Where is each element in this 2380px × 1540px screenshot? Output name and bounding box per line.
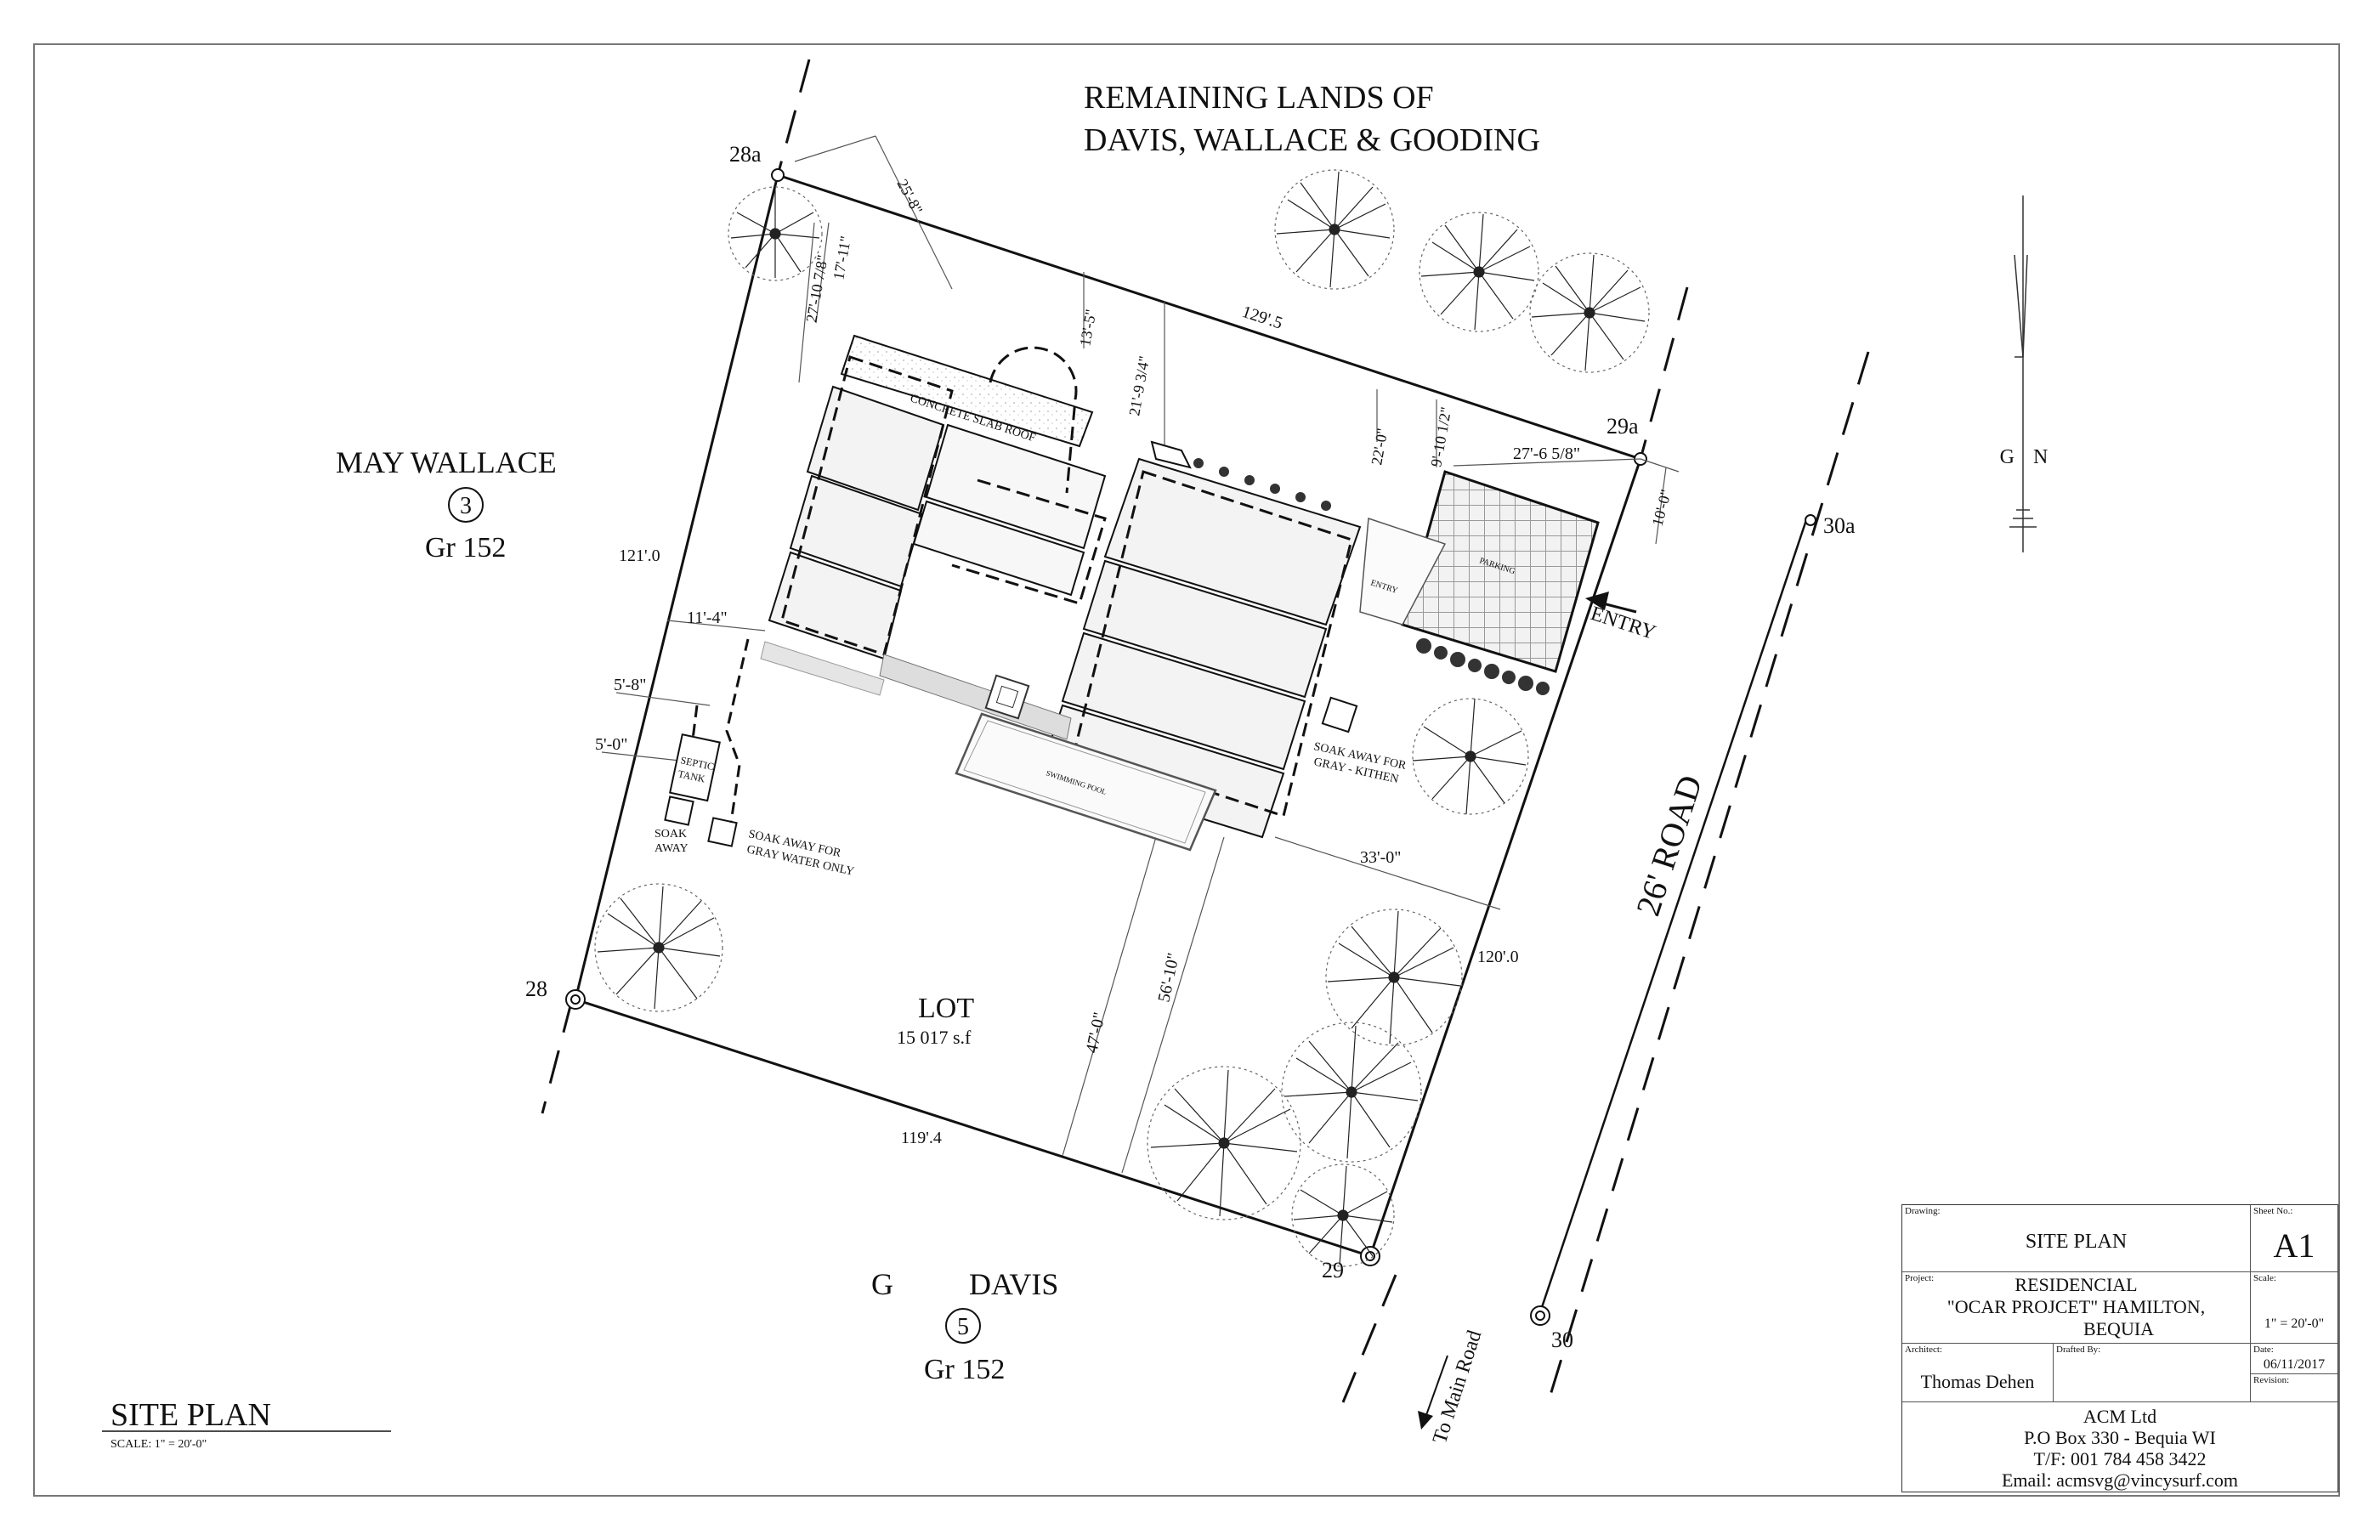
date-label: Date: <box>2253 1345 2274 1355</box>
corner-29: 29 <box>1322 1258 1344 1282</box>
dimension-lines <box>601 135 1680 1174</box>
dim-10-0: 10'-0" <box>1649 488 1675 528</box>
project-line-3: BEQUIA <box>2082 1318 2155 1339</box>
davis-lot-circle <box>945 1308 981 1344</box>
entry-arrow <box>1585 592 1637 614</box>
may-wallace-name: MAY WALLACE <box>336 445 557 479</box>
dim-27-10: 27'-10 7/8" <box>802 253 831 323</box>
company-address: P.O Box 330 - Bequia WI <box>2024 1427 2216 1448</box>
project-line-2: "OCAR PROJCET" HAMILTON, <box>1946 1296 2206 1317</box>
lot-label: LOT <box>918 993 974 1024</box>
dim-120-0: 120'.0 <box>1477 948 1519 966</box>
sheet-cell: Sheet No.: A1 <box>2251 1205 2338 1272</box>
drafted-label: Drafted By: <box>2056 1345 2101 1355</box>
site-plan-caption: SITE PLAN <box>110 1397 271 1433</box>
shrubs <box>1168 450 1550 695</box>
north-n-label: N <box>2033 446 2048 468</box>
sheet-number: A1 <box>2273 1226 2315 1265</box>
drawing-title: SITE PLAN <box>2025 1231 2128 1253</box>
sheet-label: Sheet No.: <box>2253 1206 2293 1216</box>
trees <box>594 169 1650 1267</box>
company-cell: ACM Ltd P.O Box 330 - Bequia WI T/F: 001… <box>1902 1402 2338 1492</box>
davis-grant: Gr 152 <box>924 1354 1005 1385</box>
to-main-road-arrow <box>1418 1355 1448 1430</box>
corner-labels: 28a 29a 28 29 30 30a <box>525 142 1856 1352</box>
north-g-label: G <box>2000 446 2014 468</box>
drawing-cell: Drawing: SITE PLAN <box>1902 1205 2251 1272</box>
corner-28: 28 <box>525 977 547 1001</box>
dim-21-9: 21'-9 3/4" <box>1125 354 1153 416</box>
dim-56-10: 56'-10" <box>1154 951 1183 1004</box>
walkway <box>760 641 885 696</box>
architect-name: Thomas Dehen <box>1920 1371 2035 1392</box>
to-main-road-label: To Main Road <box>1429 1328 1486 1447</box>
revision-cell: Revision: <box>2251 1374 2338 1402</box>
road-edge-line <box>1537 519 1808 1318</box>
architect-cell: Architect: Thomas Dehen <box>1902 1344 2054 1402</box>
drawing-caption: SITE PLAN SCALE: 1" = 20'-0" <box>102 1397 391 1451</box>
entry-area <box>1359 517 1447 626</box>
dim-17-11: 17'-11" <box>830 235 854 281</box>
may-wallace-lot-circle <box>448 487 484 523</box>
may-wallace-lot-number: 3 <box>460 493 472 519</box>
scale-caption: SCALE: 1" = 20'-0" <box>110 1438 207 1451</box>
architect-label: Architect: <box>1905 1345 1942 1355</box>
company-phone: T/F: 001 784 458 3422 <box>2033 1448 2207 1469</box>
dim-119-4: 119'.4 <box>901 1129 942 1147</box>
sheet-border <box>33 43 2340 1497</box>
corner-30: 30 <box>1551 1328 1573 1352</box>
date-cell: Date: 06/11/2017 <box>2251 1344 2338 1374</box>
dim-121-0: 121'.0 <box>619 546 660 565</box>
project-label: Project: <box>1905 1273 1935 1283</box>
corner-30a: 30a <box>1823 513 1856 538</box>
company-name: ACM Ltd <box>2082 1406 2157 1427</box>
swimming-pool <box>955 674 1217 852</box>
corner-29a: 29a <box>1606 414 1639 439</box>
dim-5-8: 5'-8" <box>614 676 646 694</box>
dim-47-0: 47'-0" <box>1082 1011 1109 1055</box>
septic-system <box>664 696 1358 847</box>
boundary-extensions <box>541 59 1870 1403</box>
company-email: Email: acmsvg@vincysurf.com <box>2001 1469 2239 1491</box>
dim-27-6: 27'-6 5/8" <box>1513 444 1580 463</box>
davis-name: DAVIS <box>969 1267 1058 1301</box>
dim-9-10: 9'-10 1/2" <box>1427 405 1454 467</box>
drawing-label: Drawing: <box>1905 1206 1941 1216</box>
g-label: G <box>871 1267 893 1301</box>
remaining-lands-line-2: DAVIS, WALLACE & GOODING <box>1084 122 1540 158</box>
davis-lot-number: 5 <box>957 1314 969 1340</box>
dim-22-0: 22'-0" <box>1368 427 1391 466</box>
dim-33-0: 33'-0" <box>1360 848 1401 867</box>
dim-5-0: 5'-0" <box>595 735 627 754</box>
date-value: 06/11/2017 <box>2263 1357 2326 1372</box>
scale-label: Scale: <box>2253 1273 2276 1283</box>
dim-13-5: 13'-5" <box>1076 308 1099 347</box>
project-line-1: RESIDENCIAL <box>2014 1274 2138 1295</box>
drain-lines <box>691 638 750 824</box>
north-arrow-icon <box>2009 195 2037 552</box>
drafted-cell: Drafted By: <box>2054 1344 2251 1402</box>
dim-25-8: 25'-8" <box>893 176 926 217</box>
dim-11-4: 11'-4" <box>687 609 728 627</box>
soak-away-label-2: AWAY <box>654 842 688 855</box>
scale-value: 1" = 20'-0" <box>2264 1316 2325 1331</box>
soak-away-label-1: SOAK <box>654 828 687 841</box>
scale-cell: Scale: 1" = 20'-0" <box>2251 1272 2338 1344</box>
lot-area-label: 15 017 s.f <box>897 1027 972 1048</box>
remaining-lands-line-1: REMAINING LANDS OF <box>1084 80 1434 116</box>
title-block: Drawing: SITE PLAN Sheet No.: A1 Project… <box>1901 1204 2338 1492</box>
may-wallace-grant: Gr 152 <box>425 532 506 563</box>
septic-tank-label-2: TANK <box>677 767 706 784</box>
revision-label: Revision: <box>2253 1375 2290 1385</box>
corner-28a: 28a <box>729 142 762 167</box>
project-cell: Project: RESIDENCIAL "OCAR PROJCET" HAMI… <box>1902 1272 2251 1344</box>
